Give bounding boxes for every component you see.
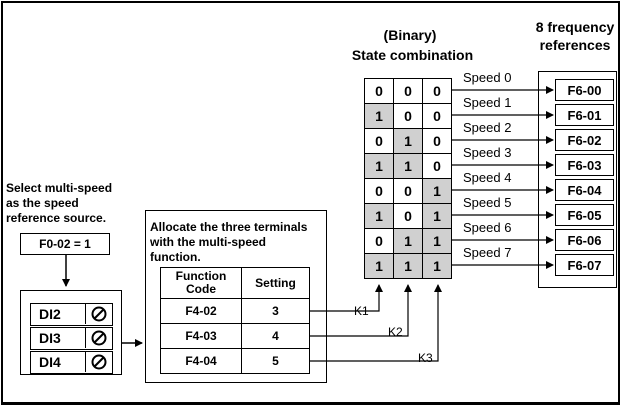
terminal-label: DI2 [39, 306, 61, 322]
select-source-line2: as the speed [6, 196, 79, 210]
screw-symbol [91, 330, 107, 346]
allocate-box [145, 210, 327, 383]
frequency-reference: F6-03 [555, 154, 614, 176]
speed-label: Speed 0 [463, 70, 512, 85]
connector-k2 [310, 284, 412, 337]
state-cell: 1 [364, 153, 394, 179]
table-cell-setting: 5 [241, 348, 310, 374]
state-combination-label: State combination [351, 47, 474, 63]
connector-k3 [310, 284, 442, 362]
frequency-reference: F6-01 [555, 104, 614, 126]
param-f0-02: F0-02 = 1 [20, 233, 110, 255]
speed-label: Speed 7 [463, 245, 512, 260]
terminal-di2: DI2 [30, 303, 113, 326]
frequency-reference: F6-06 [555, 229, 614, 251]
allocate-line3: function. [150, 250, 201, 264]
terminal-label: DI3 [39, 330, 61, 346]
binary-label: (Binary) [383, 27, 437, 43]
select-source-line1: Select multi-speed [6, 181, 113, 195]
frequency-reference: F6-00 [555, 79, 614, 101]
terminal-label: DI4 [39, 354, 61, 370]
speed-label: Speed 3 [463, 145, 512, 160]
speed-label: Speed 1 [463, 95, 512, 110]
diagram-frame [1, 1, 620, 405]
screw-symbol [91, 354, 107, 370]
frequency-reference: F6-05 [555, 204, 614, 226]
state-cell: 1 [422, 253, 452, 279]
allocate-line1: Allocate the three terminals [150, 220, 308, 234]
frequency-reference: F6-02 [555, 129, 614, 151]
screw-terminal-icon [85, 352, 113, 372]
speed-label: Speed 5 [463, 195, 512, 210]
state-cell: 1 [422, 178, 452, 204]
speed-label: Speed 4 [463, 170, 512, 185]
speed-label: Speed 6 [463, 220, 512, 235]
connector-k1 [310, 284, 383, 312]
frequency-reference: F6-07 [555, 254, 614, 276]
frequency-label-line2: references [539, 37, 611, 53]
allocate-line2: with the multi-speed [150, 235, 267, 249]
frequency-label-line1: 8 frequency [535, 19, 615, 35]
speed-label: Speed 2 [463, 120, 512, 135]
screw-symbol [91, 306, 107, 322]
screw-terminal-icon [85, 328, 113, 348]
state-cell: 1 [422, 203, 452, 229]
terminal-di3: DI3 [30, 327, 113, 350]
screw-terminal-icon [85, 304, 113, 324]
frequency-reference: F6-04 [555, 179, 614, 201]
select-source-line3: reference source. [6, 211, 107, 225]
terminal-di4: DI4 [30, 351, 113, 374]
state-cell: 1 [422, 228, 452, 254]
